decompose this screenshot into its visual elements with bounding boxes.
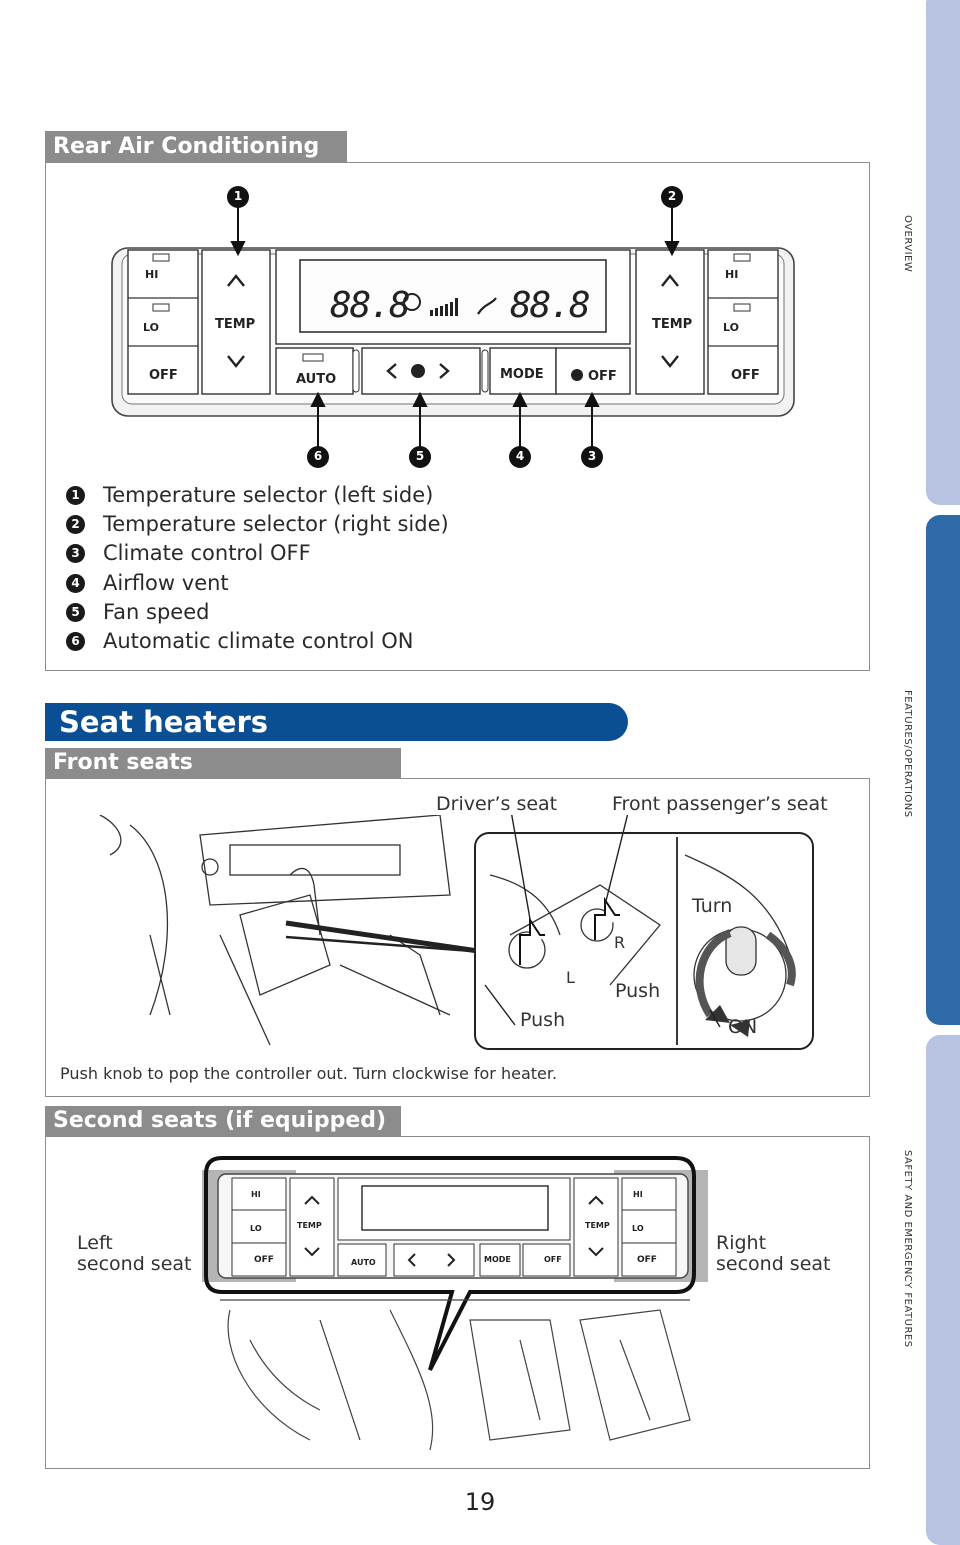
right-second-seat-label-1: Right — [716, 1232, 767, 1254]
legend-text: Fan speed — [103, 600, 210, 624]
second-seat-illustration — [202, 1156, 708, 1450]
front-seats-box — [45, 778, 870, 1097]
second-panel-lo-left: LO — [250, 1224, 262, 1233]
turn-label: Turn — [692, 895, 733, 917]
knob-r-label: R — [614, 933, 626, 952]
callout-5: 5 — [415, 449, 425, 463]
side-label-features: FEATURES/OPERATIONS — [902, 690, 913, 818]
legend-badge: 6 — [66, 631, 85, 651]
second-panel-mode: MODE — [484, 1255, 511, 1264]
left-second-seat-label-1: Left — [77, 1232, 113, 1254]
second-panel-auto: AUTO — [351, 1258, 376, 1267]
drivers-seat-label: Driver’s seat — [436, 793, 558, 815]
rear-ac-header: Rear Air Conditioning — [45, 131, 347, 163]
panel-temp-left: TEMP — [215, 317, 256, 332]
second-panel-off-left: OFF — [254, 1255, 274, 1265]
knob-l-label: L — [566, 968, 575, 987]
second-seats-box — [45, 1136, 870, 1469]
legend-item: 4 Airflow vent — [66, 570, 229, 596]
tab-overview[interactable] — [926, 0, 960, 505]
second-panel-temp-right: TEMP — [585, 1221, 610, 1230]
panel-lo-left: LO — [143, 321, 159, 334]
second-panel-hi-right: HI — [633, 1190, 643, 1199]
callout-6: 6 — [313, 449, 323, 463]
legend-item: 6 Automatic climate control ON — [66, 628, 413, 654]
panel-hi-left: HI — [145, 268, 159, 281]
legend-text: Temperature selector (right side) — [103, 512, 449, 536]
legend-badge: 2 — [66, 514, 85, 534]
callout-4: 4 — [515, 449, 525, 463]
legend-badge: 3 — [66, 543, 85, 563]
on-label: ON — [728, 1016, 758, 1038]
panel-off-left: OFF — [149, 368, 178, 383]
second-panel-fan-off: OFF — [544, 1255, 562, 1264]
panel-off-right: OFF — [731, 368, 760, 383]
second-seats-header: Second seats (if equipped) — [45, 1106, 401, 1136]
panel-temp-right: TEMP — [652, 317, 693, 332]
legend-text: Automatic climate control ON — [103, 629, 414, 653]
tab-safety-emergency[interactable] — [926, 1035, 960, 1545]
page-number: 19 — [464, 1488, 496, 1516]
passenger-seat-label: Front passenger’s seat — [612, 793, 828, 815]
second-panel-lo-right: LO — [632, 1224, 644, 1233]
side-label-safety: SAFETY AND EMERGENCY FEATURES — [902, 1150, 913, 1348]
right-second-seat-label-2: second seat — [716, 1253, 831, 1275]
panel-lo-right: LO — [723, 321, 739, 334]
second-panel-hi-left: HI — [251, 1190, 261, 1199]
panel-hi-right: HI — [725, 268, 739, 281]
legend-badge: 1 — [66, 485, 85, 505]
callout-3: 3 — [587, 449, 597, 463]
left-second-seat-label-2: second seat — [77, 1253, 192, 1275]
side-label-overview: OVERVIEW — [902, 215, 913, 273]
callout-1: 1 — [233, 189, 243, 203]
legend-badge: 4 — [66, 573, 85, 593]
front-seats-header: Front seats — [45, 748, 401, 778]
legend-item: 2 Temperature selector (right side) — [66, 511, 449, 537]
seat-heaters-header: Seat heaters — [45, 703, 628, 741]
panel-display-right: 88.8 — [510, 285, 591, 326]
panel-mode-button: MODE — [500, 367, 544, 382]
legend-item: 1 Temperature selector (left side) — [66, 482, 433, 508]
legend-item: 3 Climate control OFF — [66, 540, 311, 566]
push-label-passenger: Push — [615, 980, 661, 1002]
left-second-seat-label: Left second seat — [77, 1233, 191, 1275]
panel-fan-off-button: OFF — [588, 369, 617, 384]
legend-text: Airflow vent — [103, 571, 229, 595]
legend-text: Climate control OFF — [103, 541, 311, 565]
right-second-seat-label: Right second seat — [716, 1233, 830, 1275]
second-panel-temp-left: TEMP — [297, 1221, 322, 1230]
legend-badge: 5 — [66, 602, 85, 622]
legend-text: Temperature selector (left side) — [103, 483, 434, 507]
callout-2: 2 — [667, 189, 677, 203]
tab-features-operations[interactable] — [926, 515, 960, 1025]
front-seats-caption: Push knob to pop the controller out. Tur… — [60, 1064, 558, 1083]
push-label-driver: Push — [520, 1009, 566, 1031]
front-seat-illustration — [99, 815, 814, 1050]
panel-auto-button: AUTO — [296, 372, 337, 387]
legend-item: 5 Fan speed — [66, 599, 209, 625]
panel-display-left: 88.8 — [330, 285, 411, 326]
second-panel-off-right: OFF — [637, 1255, 657, 1265]
rear-ac-box — [45, 162, 870, 671]
rear-ac-panel-diagram — [111, 186, 795, 468]
